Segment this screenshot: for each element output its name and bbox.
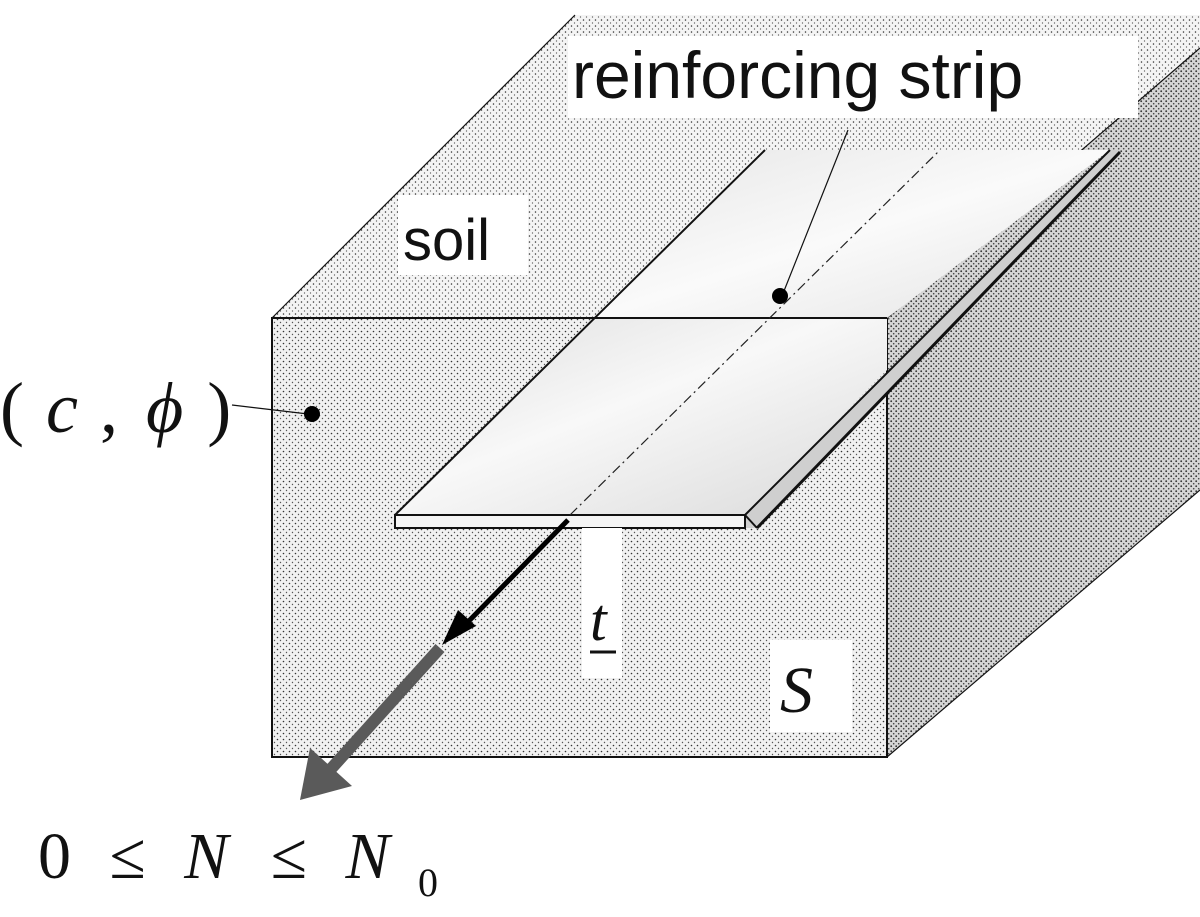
strip-leader-line xyxy=(781,129,849,297)
force-bound-label: 0 ≤ N ≤ N 0 xyxy=(38,820,438,905)
strip-right-edge xyxy=(744,149,1111,516)
leq-symbol-2: ≤ xyxy=(271,820,307,893)
strip-side-thickness xyxy=(745,150,1120,528)
zero-symbol: 0 xyxy=(38,820,71,893)
strip-top-front xyxy=(395,318,887,515)
traction-vector-label: t xyxy=(590,587,608,653)
comma-symbol: , xyxy=(100,368,118,448)
paren-open: ( xyxy=(0,368,24,448)
soil-point-dot xyxy=(304,406,320,422)
reinforcing-strip-label: reinforcing strip xyxy=(572,38,1023,112)
strip-point-dot xyxy=(772,288,788,304)
strip-front-right-corner xyxy=(744,514,758,529)
force-n-arrow-shaft xyxy=(325,643,445,775)
strip-right-bottom-edge xyxy=(755,150,1122,530)
strip-centerline xyxy=(569,149,941,516)
traction-arrow-head xyxy=(442,610,476,645)
cohesion-symbol: c xyxy=(46,368,78,448)
soil-label: soil xyxy=(403,208,490,273)
soil-right-face xyxy=(887,48,1200,757)
soil-parameters-label: ( c , ϕ ) xyxy=(0,368,231,448)
traction-arrow-shaft xyxy=(460,518,570,630)
force-n0-subscript: 0 xyxy=(418,860,438,905)
force-n-symbol: N xyxy=(183,820,232,893)
strip-front-edge xyxy=(394,514,746,529)
domain-s-label: S xyxy=(780,654,813,727)
strip-left-edge xyxy=(394,149,766,516)
soil-edge-bottom-right xyxy=(886,489,1200,758)
soil-leader-line xyxy=(231,404,309,415)
s-label-box xyxy=(770,640,852,732)
paren-close: ) xyxy=(207,368,231,448)
strip-label-box xyxy=(568,36,1138,118)
friction-angle-symbol: ϕ xyxy=(146,368,183,448)
leq-symbol-1: ≤ xyxy=(110,820,146,893)
soil-label-box xyxy=(398,195,528,275)
force-n0-symbol: N xyxy=(345,820,394,893)
force-n-arrow-head xyxy=(300,748,352,800)
soil-edge-top-left xyxy=(271,14,576,319)
